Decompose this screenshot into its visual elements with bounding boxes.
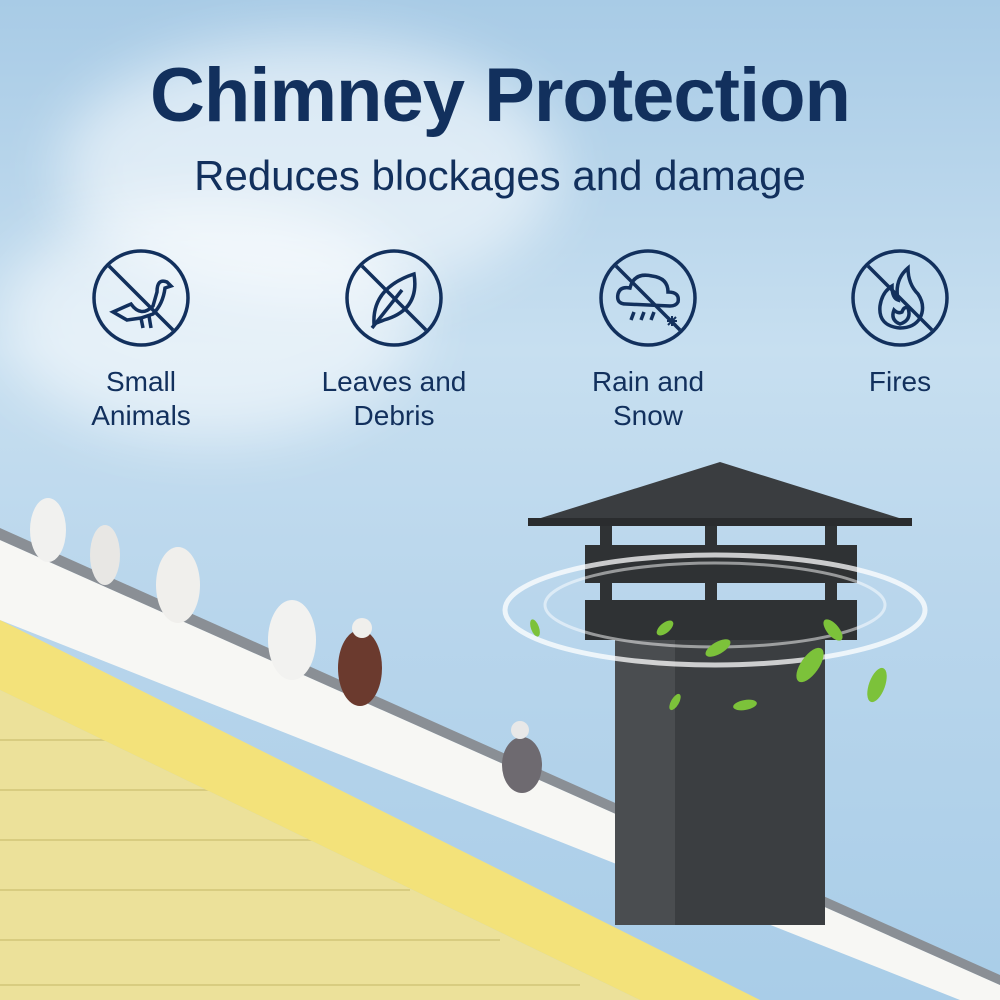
subtitle: Reduces blockages and damage (194, 152, 806, 199)
no-fire-icon (851, 249, 949, 347)
chimney-cap (502, 462, 928, 925)
feature-label: Snow (612, 400, 684, 431)
no-rain-snow-icon (599, 249, 697, 347)
feature-label: Small (105, 366, 176, 397)
roof-soffit (0, 620, 760, 1000)
no-leaf-icon (345, 249, 443, 347)
leaves (530, 619, 887, 711)
feature-label: Rain and (591, 366, 705, 397)
cloud (0, 200, 420, 440)
feature-label: Animals (91, 400, 191, 431)
feature-label: Leaves and (321, 366, 467, 397)
no-bird-icon (92, 249, 190, 347)
pigeons (30, 498, 542, 793)
feature-label: Debris (353, 400, 435, 431)
feature-fires: Fires (790, 248, 1000, 399)
feature-label: Fires (868, 366, 932, 397)
page-title: Chimney Protection (150, 53, 851, 138)
